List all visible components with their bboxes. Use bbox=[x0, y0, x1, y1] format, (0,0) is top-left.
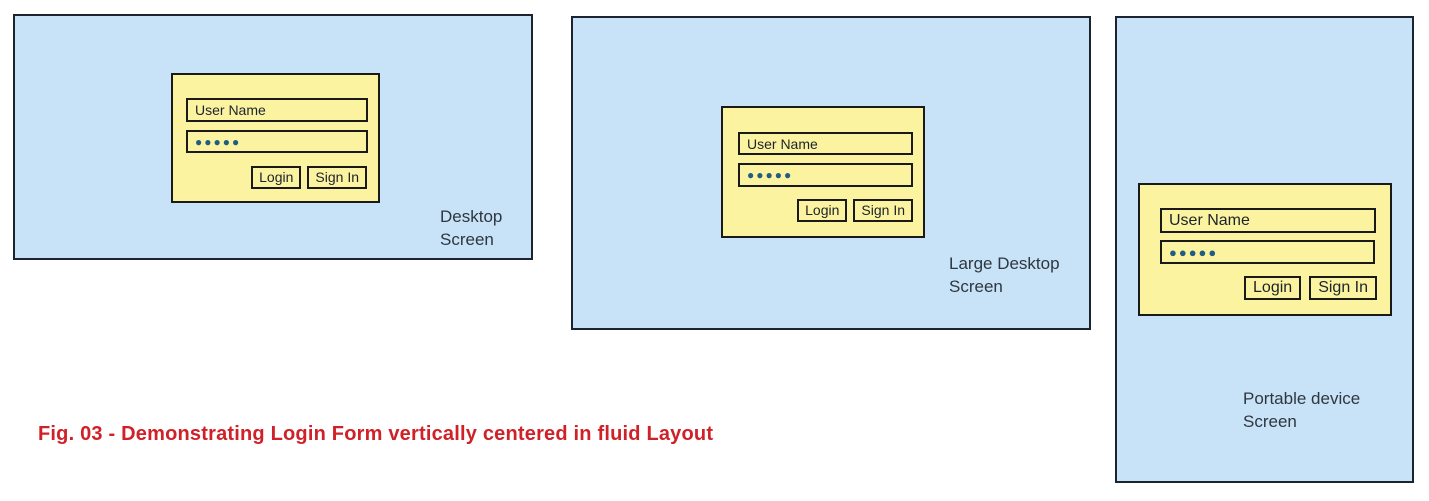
password-input[interactable] bbox=[186, 130, 368, 153]
panel-label-desktop: Desktop Screen bbox=[440, 207, 503, 249]
panel-large-desktop-screen: Login Sign In Large Desktop Screen bbox=[571, 16, 1091, 330]
form-button-row: Login Sign In bbox=[251, 166, 367, 189]
panel-label-large-desktop: Large Desktop Screen bbox=[949, 254, 1060, 296]
login-form-portable: Login Sign In bbox=[1138, 183, 1392, 316]
login-form-desktop: Login Sign In bbox=[171, 73, 380, 203]
signin-button[interactable]: Sign In bbox=[853, 199, 913, 222]
password-input[interactable] bbox=[738, 163, 913, 187]
figure-caption: Fig. 03 - Demonstrating Login Form verti… bbox=[38, 423, 714, 445]
login-button[interactable]: Login bbox=[1244, 276, 1302, 300]
login-button[interactable]: Login bbox=[251, 166, 302, 189]
signin-button[interactable]: Sign In bbox=[307, 166, 367, 189]
form-button-row: Login Sign In bbox=[1244, 276, 1377, 300]
signin-button[interactable]: Sign In bbox=[1309, 276, 1377, 300]
username-input[interactable] bbox=[186, 98, 368, 122]
username-input[interactable] bbox=[1160, 208, 1376, 233]
panel-portable-device-screen: Login Sign In Portable device Screen bbox=[1115, 16, 1414, 483]
panel-label-portable-device: Portable device Screen bbox=[1243, 389, 1361, 431]
form-button-row: Login Sign In bbox=[797, 199, 913, 222]
login-button[interactable]: Login bbox=[797, 199, 848, 222]
login-form-large-desktop: Login Sign In bbox=[721, 106, 925, 238]
username-input[interactable] bbox=[738, 132, 913, 155]
panel-desktop-screen: Login Sign In Desktop Screen bbox=[13, 14, 533, 260]
password-input[interactable] bbox=[1160, 240, 1375, 264]
